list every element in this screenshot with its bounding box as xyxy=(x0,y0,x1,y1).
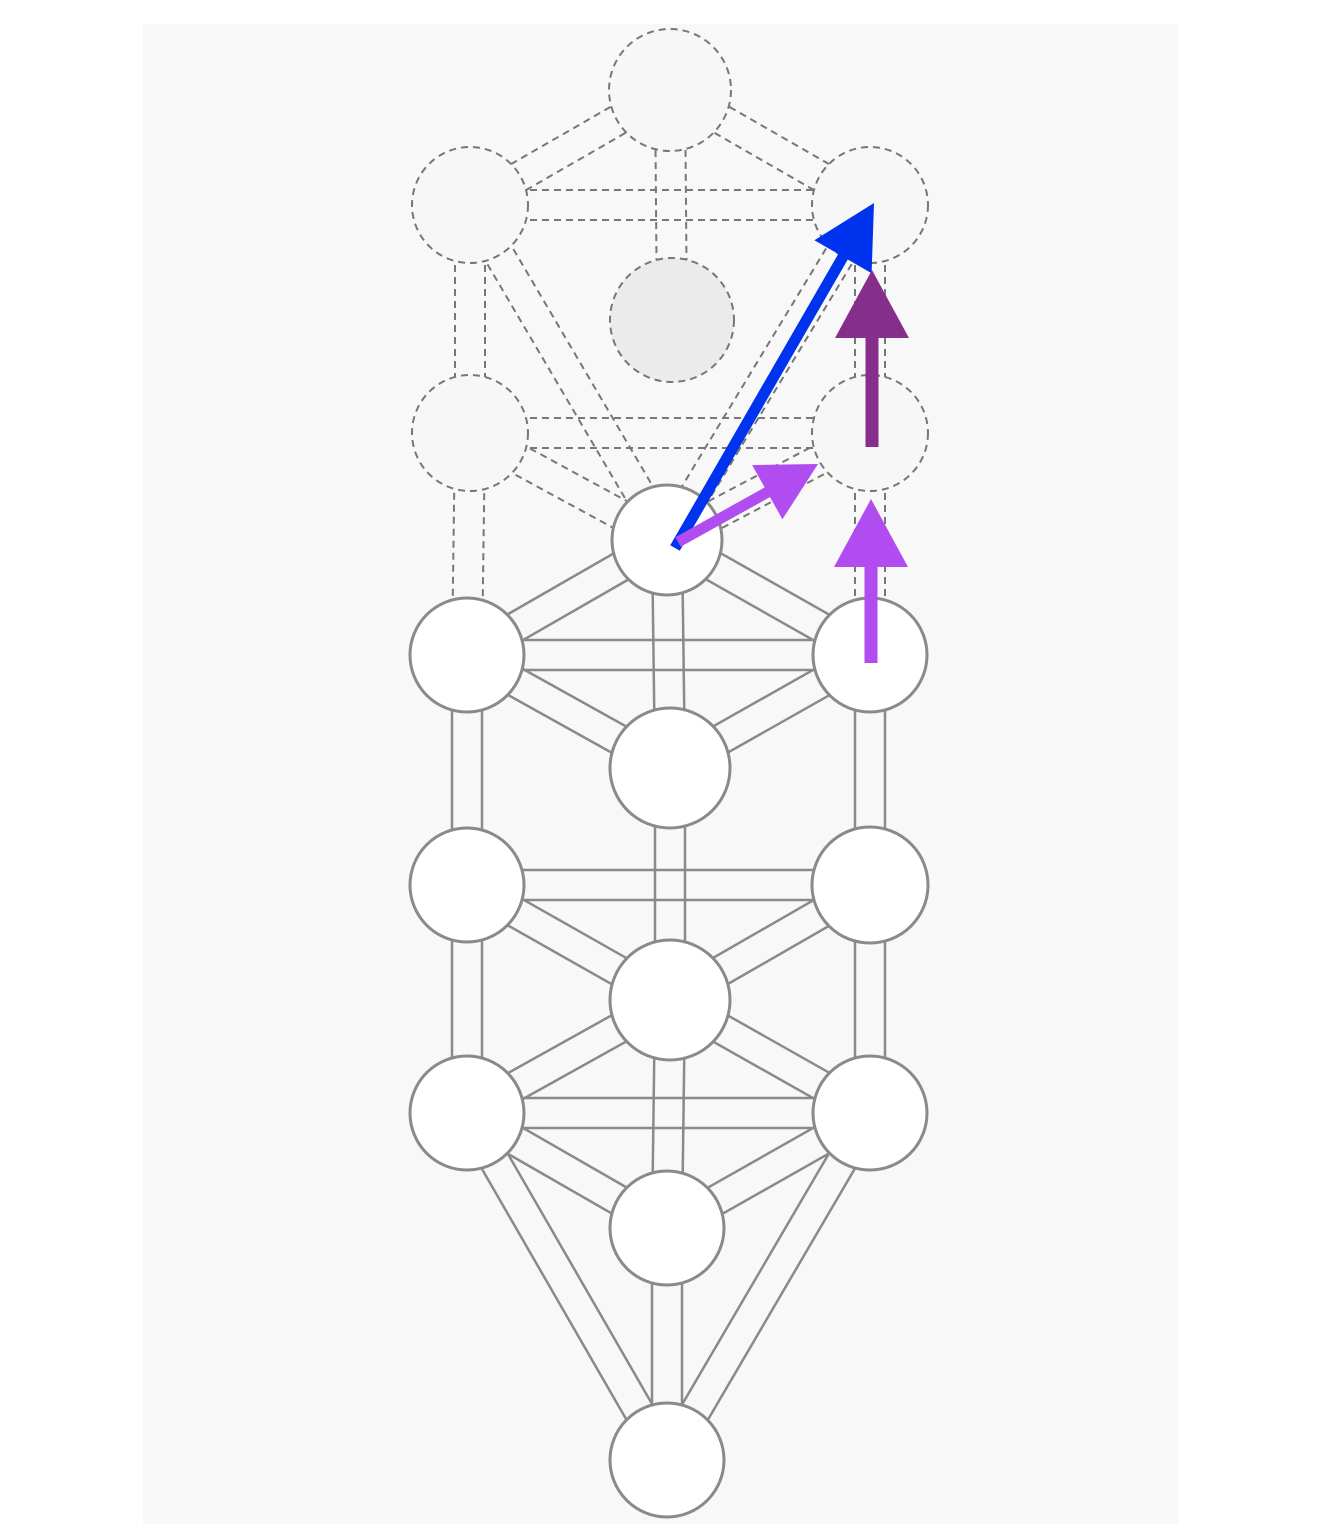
node-n17 xyxy=(608,1401,726,1519)
node-n11 xyxy=(408,826,526,944)
node-n14 xyxy=(408,1054,526,1172)
node-n5 xyxy=(411,374,529,492)
path-n8-n9 xyxy=(467,638,870,672)
node-n12 xyxy=(810,825,930,945)
path-n14-n15 xyxy=(467,1096,870,1130)
node-n4 xyxy=(609,257,735,383)
blue-arrow xyxy=(670,203,874,551)
node-n2 xyxy=(411,146,529,264)
dark-purple-arrow xyxy=(835,270,909,447)
dashed-path-n2-n3 xyxy=(470,189,870,221)
path-n11-n12 xyxy=(467,868,870,902)
node-n13 xyxy=(608,938,732,1062)
arrows-layer xyxy=(670,203,909,663)
node-n1 xyxy=(608,28,732,152)
node-n10 xyxy=(608,706,732,830)
path-n15-n17 xyxy=(652,1104,885,1469)
node-n15 xyxy=(811,1054,929,1172)
path-n14-n17 xyxy=(452,1104,682,1469)
node-n16 xyxy=(608,1169,726,1287)
dashed-path-n2-n7 xyxy=(456,196,681,549)
nodes-layer xyxy=(408,28,930,1519)
node-n8 xyxy=(408,596,526,714)
light-purple-arrow-1 xyxy=(675,464,818,547)
light-purple-arrow-2 xyxy=(834,499,908,663)
dashed-path-n5-n6 xyxy=(470,417,870,449)
